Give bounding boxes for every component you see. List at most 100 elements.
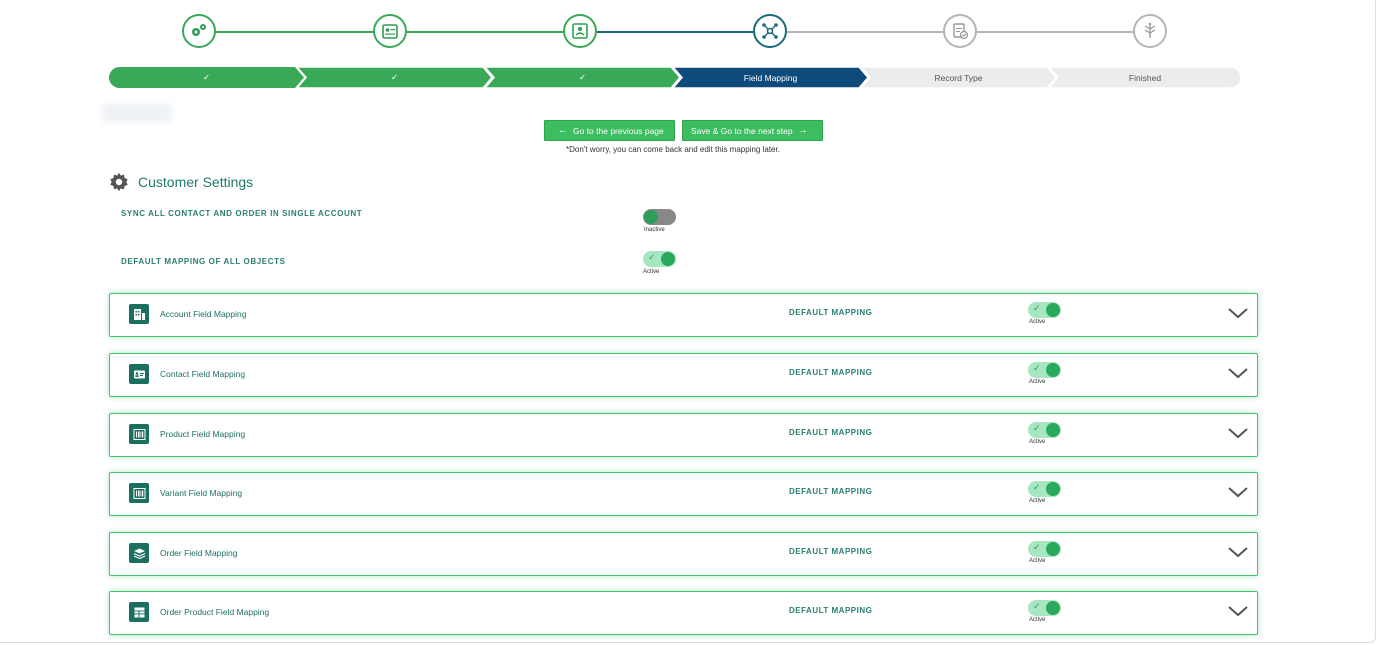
variant-mapping-toggle[interactable]: ✓ — [1028, 481, 1061, 497]
step-5-label: Record Type — [934, 72, 983, 83]
toggle-knob — [1046, 542, 1060, 556]
wizard-nav: ← Go to the previous page Save & Go to t… — [544, 120, 823, 141]
toggle-knob — [644, 210, 658, 224]
toggle-state: Active — [1029, 439, 1046, 445]
id-card-check-icon — [563, 14, 597, 48]
blurred-label — [102, 104, 172, 122]
edit-later-hint: *Don't worry, you can come back and edit… — [566, 145, 780, 154]
order-mapping-panel[interactable]: Order Field Mapping DEFAULT MAPPING ✓ Ac… — [109, 532, 1258, 576]
account-mapping-toggle[interactable]: ✓ — [1028, 302, 1061, 318]
gear-icon — [110, 172, 128, 192]
table-icon — [129, 602, 149, 622]
wizard-progress-bar: ✓ ✓ ✓ Field Mapping Record Type Finished — [109, 67, 1241, 88]
toggle-state: Active — [1029, 379, 1046, 385]
network-icon — [753, 14, 787, 48]
gears-icon — [182, 14, 216, 48]
chevron-down-icon[interactable] — [1227, 425, 1249, 441]
toggle-knob — [1046, 423, 1060, 437]
building-icon — [129, 304, 149, 324]
id-card-icon — [373, 14, 407, 48]
toggle-state: Active — [1029, 617, 1046, 623]
mapping-title: Contact Field Mapping — [160, 369, 246, 379]
check-icon: ✓ — [1033, 482, 1041, 492]
mapping-title: Order Field Mapping — [160, 548, 238, 558]
contact-card-icon — [129, 364, 149, 384]
step-connector — [407, 31, 565, 33]
toggle-knob — [1046, 303, 1060, 317]
toggle-knob — [1046, 363, 1060, 377]
order-product-mapping-panel[interactable]: Order Product Field Mapping DEFAULT MAPP… — [109, 591, 1258, 635]
barcode-icon — [129, 483, 149, 503]
mapping-title: Product Field Mapping — [160, 429, 246, 439]
chevron-down-icon[interactable] — [1227, 365, 1249, 381]
product-mapping-panel[interactable]: Product Field Mapping DEFAULT MAPPING ✓ … — [109, 413, 1258, 457]
order-product-mapping-toggle[interactable]: ✓ — [1028, 600, 1061, 616]
default-mapping-text: DEFAULT MAPPING — [789, 428, 873, 437]
next-step-button[interactable]: Save & Go to the next step → — [682, 120, 823, 141]
next-step-label: Save & Go to the next step — [691, 125, 793, 136]
chevron-down-icon[interactable] — [1227, 544, 1249, 560]
check-icon: ✓ — [1033, 363, 1041, 373]
flag-icon — [1133, 14, 1167, 48]
step-1-label: ✓ — [202, 72, 211, 82]
step-connector — [215, 31, 375, 33]
toggle-state: Active — [1029, 558, 1046, 564]
default-mapping-label: DEFAULT MAPPING OF ALL OBJECTS — [121, 257, 286, 266]
step-4[interactable]: Field Mapping — [673, 67, 868, 88]
step-3-label: ✓ — [578, 72, 587, 82]
mapping-title: Variant Field Mapping — [160, 488, 243, 498]
step-6[interactable]: Finished — [1049, 67, 1241, 88]
step-1[interactable]: ✓ — [109, 67, 304, 88]
mapping-title: Order Product Field Mapping — [160, 607, 270, 617]
step-2-label: ✓ — [390, 72, 399, 82]
sync-setting-label: SYNC ALL CONTACT AND ORDER IN SINGLE ACC… — [121, 209, 363, 218]
default-mapping-text: DEFAULT MAPPING — [789, 606, 873, 615]
default-mapping-text: DEFAULT MAPPING — [789, 368, 873, 377]
step-2[interactable]: ✓ — [297, 67, 492, 88]
contact-mapping-toggle[interactable]: ✓ — [1028, 362, 1061, 378]
previous-page-label: Go to the previous page — [573, 125, 664, 136]
arrow-right-icon: → — [797, 125, 808, 136]
toggle-knob — [1046, 601, 1060, 615]
toggle-knob — [1046, 482, 1060, 496]
default-mapping-text: DEFAULT MAPPING — [789, 547, 873, 556]
default-mapping-toggle[interactable]: ✓ — [643, 251, 676, 267]
default-mapping-toggle-state: Active — [643, 269, 660, 275]
toggle-state: Active — [1029, 319, 1046, 325]
sync-toggle[interactable] — [643, 209, 676, 225]
check-icon: ✓ — [648, 252, 656, 262]
toggle-knob — [661, 252, 675, 266]
default-mapping-text: DEFAULT MAPPING — [789, 308, 873, 317]
clipboard-check-icon — [943, 14, 977, 48]
contact-mapping-panel[interactable]: Contact Field Mapping DEFAULT MAPPING ✓ … — [109, 353, 1258, 397]
variant-mapping-panel[interactable]: Variant Field Mapping DEFAULT MAPPING ✓ … — [109, 472, 1258, 516]
barcode-icon — [129, 424, 149, 444]
mapping-title: Account Field Mapping — [160, 309, 247, 319]
customer-settings-header: Customer Settings — [108, 171, 253, 193]
sync-toggle-state: Inactive — [644, 227, 665, 233]
chevron-down-icon[interactable] — [1227, 484, 1249, 500]
account-mapping-panel[interactable]: Account Field Mapping DEFAULT MAPPING ✓ … — [109, 293, 1258, 337]
step-connector — [977, 31, 1135, 33]
chevron-down-icon[interactable] — [1227, 305, 1249, 321]
step-6-label: Finished — [1128, 72, 1162, 83]
default-mapping-text: DEFAULT MAPPING — [789, 487, 873, 496]
wizard-step-icons — [0, 14, 1382, 50]
step-5[interactable]: Record Type — [861, 67, 1056, 88]
layers-icon — [129, 543, 149, 563]
previous-page-button[interactable]: ← Go to the previous page — [544, 120, 675, 141]
check-icon: ✓ — [1033, 303, 1041, 313]
product-mapping-toggle[interactable]: ✓ — [1028, 422, 1061, 438]
step-4-label: Field Mapping — [743, 72, 798, 83]
check-icon: ✓ — [1033, 423, 1041, 433]
step-connector — [787, 31, 945, 33]
chevron-down-icon[interactable] — [1227, 603, 1249, 619]
customer-settings-title: Customer Settings — [138, 174, 254, 190]
toggle-state: Active — [1029, 498, 1046, 504]
step-connector — [597, 31, 755, 33]
step-3[interactable]: ✓ — [485, 67, 680, 88]
arrow-left-icon: ← — [558, 125, 568, 136]
order-mapping-toggle[interactable]: ✓ — [1028, 541, 1061, 557]
check-icon: ✓ — [1033, 601, 1041, 611]
